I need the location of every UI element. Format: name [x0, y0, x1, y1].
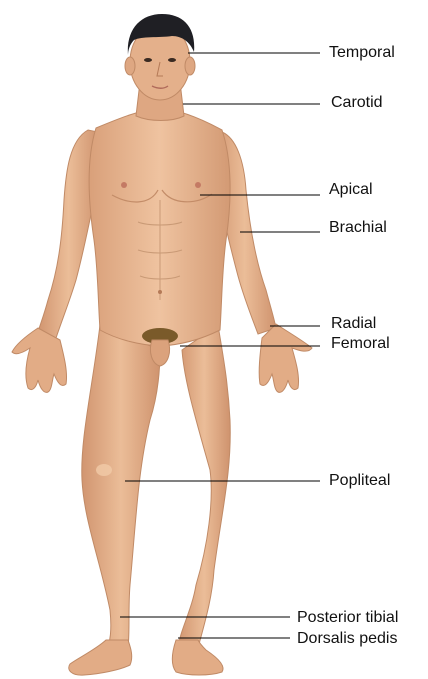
left-nipple: [121, 182, 127, 188]
navel: [158, 290, 162, 294]
label-dorsalis-pedis: Dorsalis pedis: [297, 630, 397, 648]
left-foot: [69, 640, 132, 675]
right-eye: [168, 58, 176, 62]
label-temporal: Temporal: [329, 44, 395, 62]
right-nipple: [195, 182, 201, 188]
label-apical: Apical: [329, 181, 373, 199]
label-brachial: Brachial: [329, 219, 387, 237]
label-posterior-tibial: Posterior tibial: [297, 609, 398, 627]
left-hand: [12, 328, 67, 392]
label-radial: Radial: [331, 315, 376, 333]
left-ear: [125, 57, 135, 75]
right-foot: [172, 640, 223, 675]
right-leg: [178, 325, 230, 648]
left-eye: [144, 58, 152, 62]
label-carotid: Carotid: [331, 94, 383, 112]
label-femoral: Femoral: [331, 335, 390, 353]
left-leg: [82, 325, 160, 648]
right-ear: [185, 57, 195, 75]
left-kneecap: [96, 464, 112, 476]
right-hand: [259, 324, 312, 392]
label-popliteal: Popliteal: [329, 472, 390, 490]
